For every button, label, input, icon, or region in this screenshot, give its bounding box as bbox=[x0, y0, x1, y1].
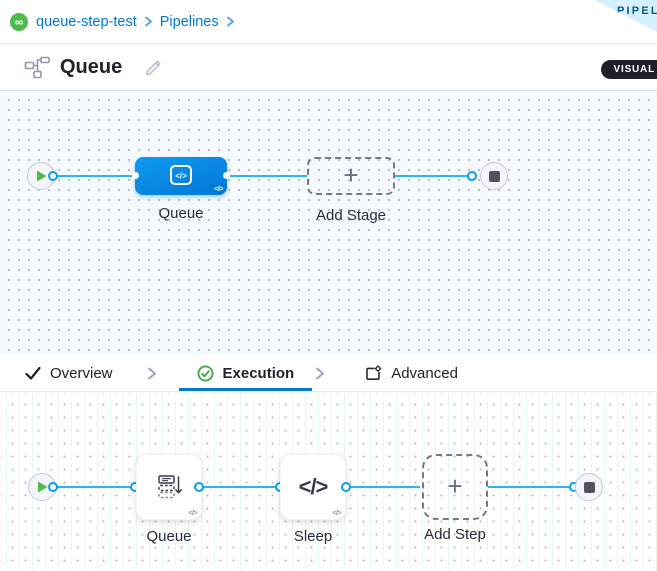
add-step-button[interactable]: + bbox=[422, 454, 488, 520]
chevron-right-icon bbox=[147, 366, 157, 381]
visual-yaml-toggle[interactable]: VISUAL bbox=[600, 60, 657, 79]
check-circle-icon bbox=[196, 364, 214, 382]
connector-dot[interactable] bbox=[194, 482, 204, 492]
active-tab-underline bbox=[178, 388, 313, 391]
connector-dot[interactable] bbox=[467, 171, 477, 181]
stage-port-right bbox=[223, 172, 230, 179]
step-edge bbox=[202, 486, 278, 488]
step-edge bbox=[488, 486, 571, 488]
execution-end-node[interactable] bbox=[575, 473, 603, 501]
stage-graph-canvas[interactable]: </> </> Queue + Add Stage bbox=[0, 91, 657, 355]
edit-pencil-icon[interactable] bbox=[144, 58, 163, 77]
breadcrumb-pipelines-link[interactable]: Pipelines bbox=[159, 13, 219, 30]
step-edge bbox=[55, 486, 136, 488]
stage-edge bbox=[227, 175, 307, 177]
connector-dot[interactable] bbox=[48, 171, 58, 181]
stage-label: Queue bbox=[158, 205, 204, 222]
ribbon-label: PIPELINE bbox=[617, 5, 657, 17]
pipeline-end-node[interactable] bbox=[480, 162, 508, 190]
code-badge-icon: </> bbox=[214, 186, 223, 193]
check-icon bbox=[25, 366, 41, 380]
tab-advanced-label: Advanced bbox=[391, 364, 458, 382]
execution-graph-canvas[interactable]: </> Queue </> </> Sleep + Add Step bbox=[0, 392, 657, 571]
stop-icon bbox=[583, 481, 595, 493]
pipeline-start-node[interactable] bbox=[27, 162, 55, 190]
pipeline-icon bbox=[24, 56, 50, 79]
play-icon bbox=[37, 481, 47, 493]
code-badge-icon: </> bbox=[332, 510, 341, 517]
ci-stage-icon: </> bbox=[170, 165, 192, 185]
connector-dot[interactable] bbox=[48, 482, 58, 492]
breadcrumb: ∞ queue-step-test Pipelines bbox=[0, 0, 657, 44]
step-edge bbox=[349, 486, 420, 488]
stage-edge bbox=[55, 175, 135, 177]
pipeline-header: Queue VISUAL bbox=[0, 44, 657, 91]
step-node-sleep[interactable]: </> </> bbox=[280, 454, 346, 520]
stop-icon bbox=[488, 170, 500, 182]
play-icon bbox=[36, 170, 46, 182]
code-badge-icon: </> bbox=[188, 510, 197, 517]
add-stage-label: Add Stage bbox=[315, 207, 387, 224]
page-title: Queue bbox=[60, 55, 123, 78]
advanced-settings-icon bbox=[366, 364, 382, 380]
step-label: Sleep bbox=[293, 528, 333, 545]
chevron-right-icon bbox=[144, 15, 153, 28]
stage-tab-bar: Overview Execution Advanced bbox=[0, 355, 657, 392]
plus-icon: + bbox=[447, 470, 463, 501]
stage-port-left bbox=[132, 172, 139, 179]
stage-edge bbox=[395, 175, 472, 177]
connector-dot[interactable] bbox=[341, 482, 351, 492]
step-label: Queue bbox=[146, 528, 192, 545]
step-node-queue[interactable]: </> bbox=[136, 454, 202, 520]
breadcrumb-project-link[interactable]: queue-step-test bbox=[36, 13, 137, 30]
view-toggle-label: VISUAL bbox=[613, 64, 655, 75]
add-stage-button[interactable]: + bbox=[307, 157, 395, 195]
stage-node-queue[interactable]: </> </> bbox=[132, 157, 230, 195]
add-step-label: Add Step bbox=[424, 526, 486, 543]
tab-overview-label: Overview bbox=[50, 364, 113, 382]
tab-execution[interactable]: Execution bbox=[178, 355, 313, 391]
project-logo-icon: ∞ bbox=[10, 12, 28, 31]
chevron-right-icon bbox=[315, 366, 325, 381]
svg-text:</>: </> bbox=[175, 172, 187, 181]
tab-overview[interactable]: Overview bbox=[25, 355, 113, 391]
chevron-right-icon bbox=[226, 15, 235, 28]
plus-icon: + bbox=[343, 159, 359, 190]
queue-step-icon bbox=[158, 475, 182, 499]
tab-execution-label: Execution bbox=[222, 364, 295, 382]
code-step-icon: </> bbox=[298, 474, 329, 499]
tab-advanced[interactable]: Advanced bbox=[353, 355, 470, 391]
